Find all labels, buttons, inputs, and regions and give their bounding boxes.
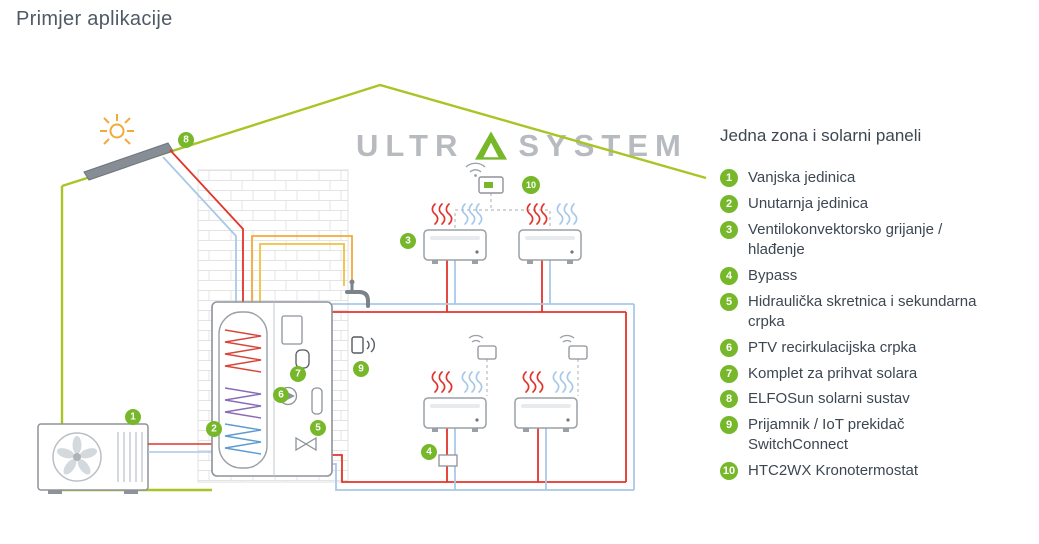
svg-text:10: 10 [526,180,536,190]
svg-text:4: 4 [426,447,432,458]
legend-item: 8 ELFOSun solarni sustav [720,389,1002,409]
legend-number-badge: 5 [720,292,738,311]
svg-text:5: 5 [315,423,321,434]
brand-watermark: ULTR SYSTEM [356,130,688,161]
supply-pipes-red [332,260,627,483]
bypass-valve [438,454,458,467]
fan-coil-unit [514,397,578,432]
marker-7: 7 [290,366,306,382]
svg-text:2: 2 [211,424,217,435]
legend-item: 1 Vanjska jedinica [720,168,1002,188]
legend-item-label: PTV recirkulacijska crpka [748,338,917,356]
svg-text:9: 9 [358,364,364,375]
legend-item: 9 Prijamnik / IoT prekidač SwitchConnect [720,415,1002,455]
faucet-icon [345,279,370,308]
sun-icon [100,114,134,145]
svg-text:8: 8 [183,135,189,146]
svg-text:1: 1 [130,412,136,423]
legend-item: 3 Ventilokonvektorsko grijanje / hlađenj… [720,220,1002,260]
legend-number-badge: 2 [720,194,738,213]
solar-pipes [162,149,353,302]
marker-5: 5 [310,420,326,436]
marker-8: 8 [178,132,194,148]
legend-item-label: HTC2WX Kronotermostat [748,462,919,480]
legend-item-label: Unutarnja jedinica [748,194,869,212]
expansion-vessel [295,349,310,369]
legend-panel: Jedna zona i solarni paneli 1 Vanjska je… [720,126,1002,487]
marker-2: 2 [206,421,222,437]
dhw-coil [224,423,262,455]
application-diagram: 1 2 3 4 5 6 7 8 [37,83,707,494]
legend-item-label: Hidraulička skretnica i sekundarna crpka [748,292,977,330]
legend-item-label: Prijamnik / IoT prekidač SwitchConnect [748,416,905,454]
legend-number-badge: 1 [720,169,738,187]
receiver-device [351,336,375,354]
valve-icon [295,436,317,452]
legend-number-badge: 4 [720,266,738,285]
marker-6: 6 [273,387,289,403]
legend-item-label: Vanjska jedinica [748,169,856,186]
legend-item: 10 HTC2WX Kronotermostat [720,461,1002,481]
solar-kit-module [281,315,303,345]
legend-number-badge: 3 [720,220,738,239]
wifi-icon [559,334,575,343]
refrigerant-lines [148,443,212,453]
svg-text:6: 6 [278,390,284,401]
legend-item-label: Ventilokonvektorsko grijanje / hlađenje [748,220,943,258]
legend-number-badge: 9 [720,416,738,435]
heating-coil [224,387,262,419]
wifi-icon [465,162,486,173]
marker-3: 3 [400,233,416,249]
legend-item: 5 Hidraulička skretnica i sekundarna crp… [720,292,1002,332]
indoor-unit [211,301,333,477]
legend-list: 1 Vanjska jedinica 2 Unutarnja jedinica … [720,168,1002,481]
legend-item-label: Bypass [748,266,798,284]
fan-coil-unit [423,397,487,432]
sound-waves-icon [366,337,375,353]
solar-coil [224,329,262,373]
fan-coil-unit [423,229,487,264]
legend-item: 7 Komplet za prihvat solara [720,364,1002,384]
wifi-icon [468,334,484,343]
brand-text-left: ULTR [356,128,465,163]
legend-number-badge: 10 [720,462,738,481]
brand-text-right: SYSTEM [518,128,688,163]
legend-number-badge: 6 [720,338,738,357]
hydronic-pipes [332,260,635,491]
legend-item-label: ELFOSun solarni sustav [748,390,910,408]
thermostat-device [465,162,504,194]
brand-triangle-icon [475,131,508,160]
legend-item: 6 PTV recirkulacijska crpka [720,338,1002,358]
legend-number-badge: 7 [720,364,738,383]
legend-item: 2 Unutarnja jedinica [720,194,1002,214]
marker-1: 1 [125,409,141,425]
marker-4: 4 [421,444,437,460]
outdoor-unit [37,423,149,494]
wifi-thermostat [559,334,588,360]
svg-text:3: 3 [405,236,411,247]
legend-number-badge: 8 [720,390,738,409]
control-wiring [454,193,579,396]
marker-9: 9 [353,361,369,377]
hydraulic-separator [311,387,323,415]
legend-heading: Jedna zona i solarni paneli [720,126,922,145]
return-pipes-blue [332,260,635,491]
fan-coil-unit [518,229,582,264]
legend-item-label: Komplet za prihvat solara [748,364,918,382]
fan-icon [52,432,102,482]
marker-10: 10 [522,176,540,194]
legend-item: 4 Bypass [720,266,1002,286]
wifi-thermostat [468,334,497,360]
page-title: Primjer aplikacije [16,8,173,30]
solar-panel [83,142,174,181]
svg-text:7: 7 [295,369,301,380]
